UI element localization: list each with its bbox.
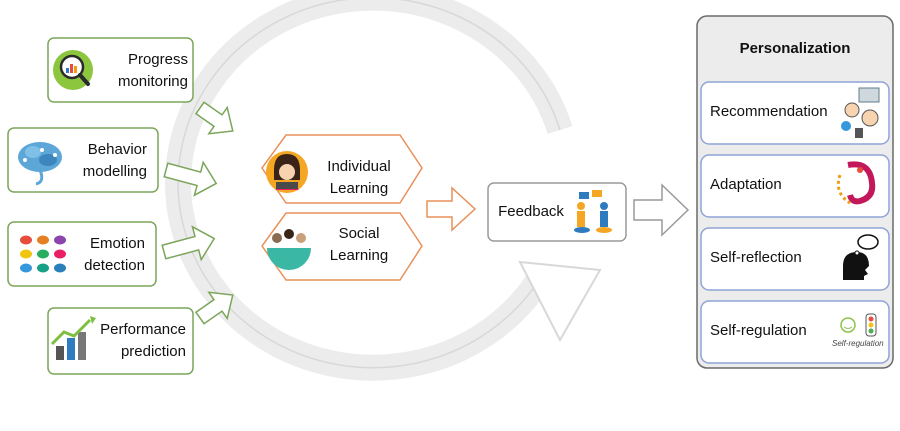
conversation-icon <box>574 190 612 233</box>
learning-label-individual: Individual Learning <box>318 156 400 200</box>
progress-line1: Progress <box>127 51 188 68</box>
traffic-light-icon <box>840 313 877 337</box>
individual-line1: Individual <box>327 158 391 175</box>
thinking-head-icon <box>843 234 879 280</box>
behavior-line2: modelling <box>82 163 147 180</box>
arrow-progress <box>194 101 234 135</box>
brain-network-icon <box>18 142 62 186</box>
personalization-item-box-2 <box>700 227 890 291</box>
traffic-light-caption: Self-regulation <box>832 339 884 348</box>
performance-line2: prediction <box>120 343 186 360</box>
learning-label-social: Social Learning <box>323 223 395 267</box>
green-arrows <box>161 101 234 325</box>
personalization-title: Personalization <box>739 40 851 57</box>
arrow-behavior <box>163 160 218 197</box>
input-label-emotion: Emotion detection <box>70 233 145 277</box>
item-label-adaptation: Adaptation <box>710 176 782 193</box>
arrow-to-feedback <box>426 186 477 232</box>
feedback-box <box>487 182 627 242</box>
item-label-self-regulation: Self-regulation <box>710 322 807 339</box>
progress-line2: monitoring <box>117 73 188 90</box>
recommendation-people-icon <box>841 87 880 138</box>
group-people-icon <box>267 229 311 270</box>
emotion-line1: Emotion <box>89 235 145 252</box>
emotion-faces-icon <box>20 235 66 273</box>
item-label-recommendation: Recommendation <box>710 103 828 120</box>
individual-line2: Learning <box>329 180 389 197</box>
input-label-progress: Progress monitoring <box>100 49 188 93</box>
behavior-line1: Behavior <box>87 141 147 158</box>
arrow-performance <box>194 291 234 325</box>
personalization-item-box-1 <box>700 154 890 218</box>
arrow-to-personalization <box>633 183 690 237</box>
growth-chart-icon <box>50 316 96 360</box>
personalization-item-box-3 <box>700 300 890 364</box>
feedback-label: Feedback <box>498 203 564 220</box>
input-label-behavior: Behavior modelling <box>62 139 147 183</box>
student-avatar-icon <box>266 151 308 193</box>
chameleon-icon <box>836 161 876 205</box>
arrow-emotion <box>161 225 216 262</box>
item-label-self-reflection: Self-reflection <box>710 249 802 266</box>
performance-line1: Performance <box>100 321 186 338</box>
social-line2: Learning <box>329 247 389 264</box>
social-line1: Social <box>338 225 380 242</box>
magnifier-chart-icon <box>53 50 93 90</box>
emotion-line2: detection <box>84 257 145 274</box>
input-label-performance: Performance prediction <box>92 319 186 363</box>
